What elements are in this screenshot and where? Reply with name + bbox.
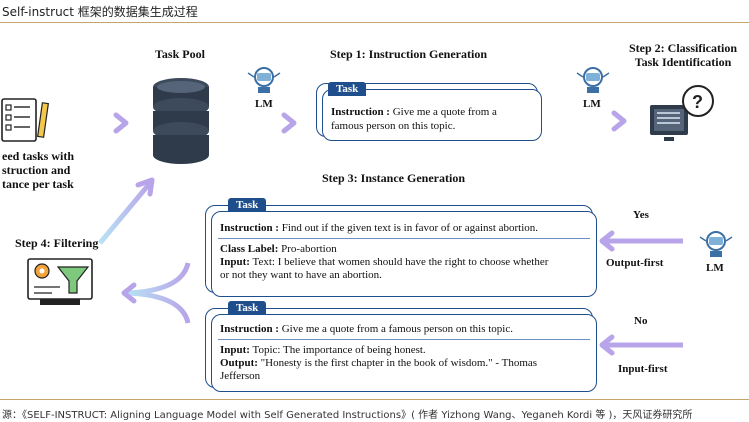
card2-separator [218,238,590,239]
robot-icon-lm2 [576,67,610,93]
step4-label: Step 4: Filtering [15,236,99,250]
yes-label: Yes [633,209,649,221]
card3-output-2: Jefferson [220,370,261,382]
source-note: 源：《SELF-INSTRUCT: Aligning Language Mode… [2,410,693,421]
instance-card-input-first: Instruction : Give me a quote from a fam… [211,314,597,392]
input-first-label: Input-first [618,363,668,375]
seed-tasks-label: eed tasks with struction and tance per t… [2,149,74,191]
diagram: ? [0,23,749,398]
robot-icon-lm3 [699,231,733,257]
source-divider [0,399,749,400]
task-pool-label: Task Pool [155,47,205,61]
classifier-icon: ? [650,85,714,141]
lm-label-1: LM [255,98,273,110]
card2-class-label: Class Label: Pro-abortion [220,243,337,255]
card2-instruction: Instruction : Find out if the given text… [220,222,539,234]
task-tab-2: Task [228,198,267,212]
arrow-step1-to-step2 [611,110,627,132]
card2-input-2: or not they want to have an abortion. [220,269,382,281]
diagram-graphics: ? [1,67,733,375]
step3-label: Step 3: Instance Generation [322,171,465,185]
seed-label-line-1: eed tasks with [2,149,75,163]
step2-line-2: Task Identification [634,55,732,69]
step2-label: Step 2: Classification Task Identificati… [620,41,746,69]
card3-instruction: Instruction : Give me a quote from a fam… [220,323,513,335]
card1-line2: famous person on this topic. [331,120,456,132]
step1-label: Step 1: Instruction Generation [330,47,487,61]
filter-icon [27,258,93,305]
no-label: No [634,315,648,327]
instruction-card-step1: Instruction : Give me a quote from a fam… [322,89,542,141]
arrow-pool-to-step1 [281,112,297,134]
figure-title: Self-instruct 框架的数据集生成过程 [2,5,198,19]
arrow-card3-to-filter [125,290,191,324]
card3-separator [218,339,590,340]
card2-input-1: Input: Text: I believe that women should… [220,256,549,268]
arrow-filter-to-pool [98,181,152,245]
lm-label-3: LM [706,262,724,274]
arrow-card2-to-filter [125,262,191,296]
seed-label-line-2: struction and [2,163,71,177]
task-tab-3: Task [228,301,267,315]
svg-text:?: ? [692,92,703,112]
card3-input: Input: Topic: The importance of being ho… [220,344,426,356]
task-tab-1: Task [328,82,367,96]
card1-line1: Instruction : Give me a quote from a [331,106,497,118]
database-icon [153,78,209,164]
instance-card-output-first: Instruction : Find out if the given text… [211,211,597,297]
arrow-to-input-first [599,334,615,356]
seed-label-line-3: tance per task [2,177,74,191]
header-bar: Self-instruct 框架的数据集生成过程 [0,0,749,23]
card3-output-1: Output: "Honesty is the first chapter in… [220,357,538,369]
seed-tasks-icon [1,98,50,142]
step2-line-1: Step 2: Classification [629,41,737,55]
arrow-to-output-first [599,230,615,252]
robot-icon-lm1 [247,67,281,93]
lm-label-2: LM [583,98,601,110]
output-first-label: Output-first [606,257,664,269]
